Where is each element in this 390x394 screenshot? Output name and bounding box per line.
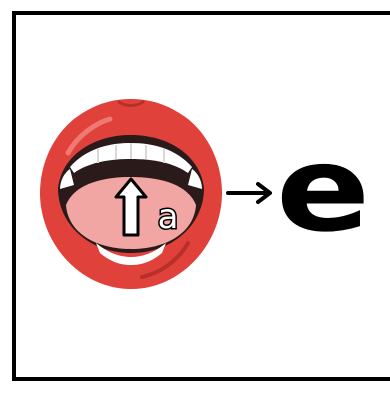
svg-text:a: a [158, 197, 179, 237]
open-mouth-icon: a a [38, 93, 224, 293]
result-letter: e [270, 130, 376, 260]
hint-letter-badge: a a [150, 197, 186, 237]
